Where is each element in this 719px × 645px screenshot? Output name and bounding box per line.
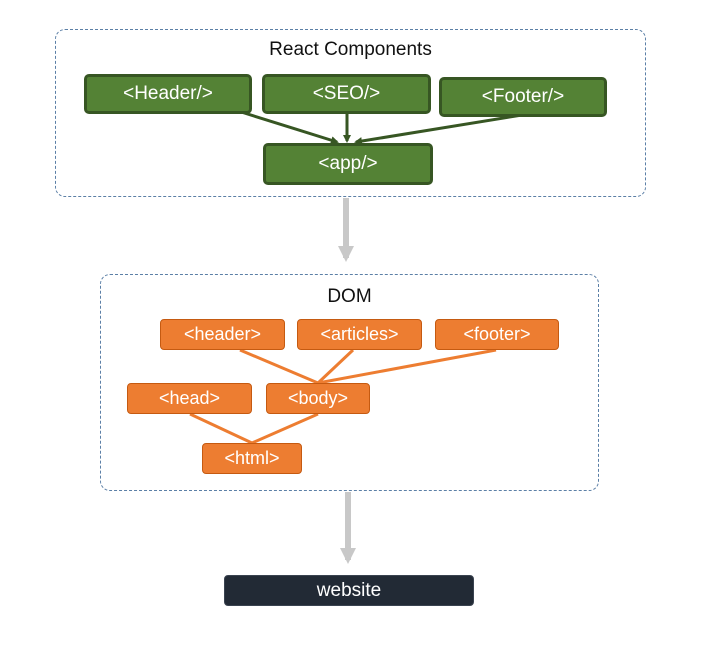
app-component-node: <app/> [263,143,433,185]
footer-to-app-arrow [354,113,523,145]
dom-title: DOM [327,286,372,307]
react-components-group: React Components [55,29,646,197]
head-to-html-link [189,412,253,445]
dom-footer-node: <footer> [435,319,559,350]
react-components-title: React Components [269,39,432,60]
footer-to-body-link [317,348,497,385]
dom-group: DOM [100,274,599,491]
body-to-html-link [251,412,319,445]
header-component-node: <Header/> [84,74,252,114]
seo-component-node: <SEO/> [262,74,431,114]
dom-articles-node: <articles> [297,319,422,350]
dom-body-node: <body> [266,383,370,414]
header-to-body-link [239,348,319,385]
footer-component-node: <Footer/> [439,77,607,117]
dom-head-node: <head> [127,383,252,414]
header-to-app-arrow [237,109,339,145]
dom-header-node: <header> [160,319,285,350]
dom-html-node: <html> [202,443,302,474]
website-node: website [224,575,474,606]
articles-to-body-link [316,348,355,385]
